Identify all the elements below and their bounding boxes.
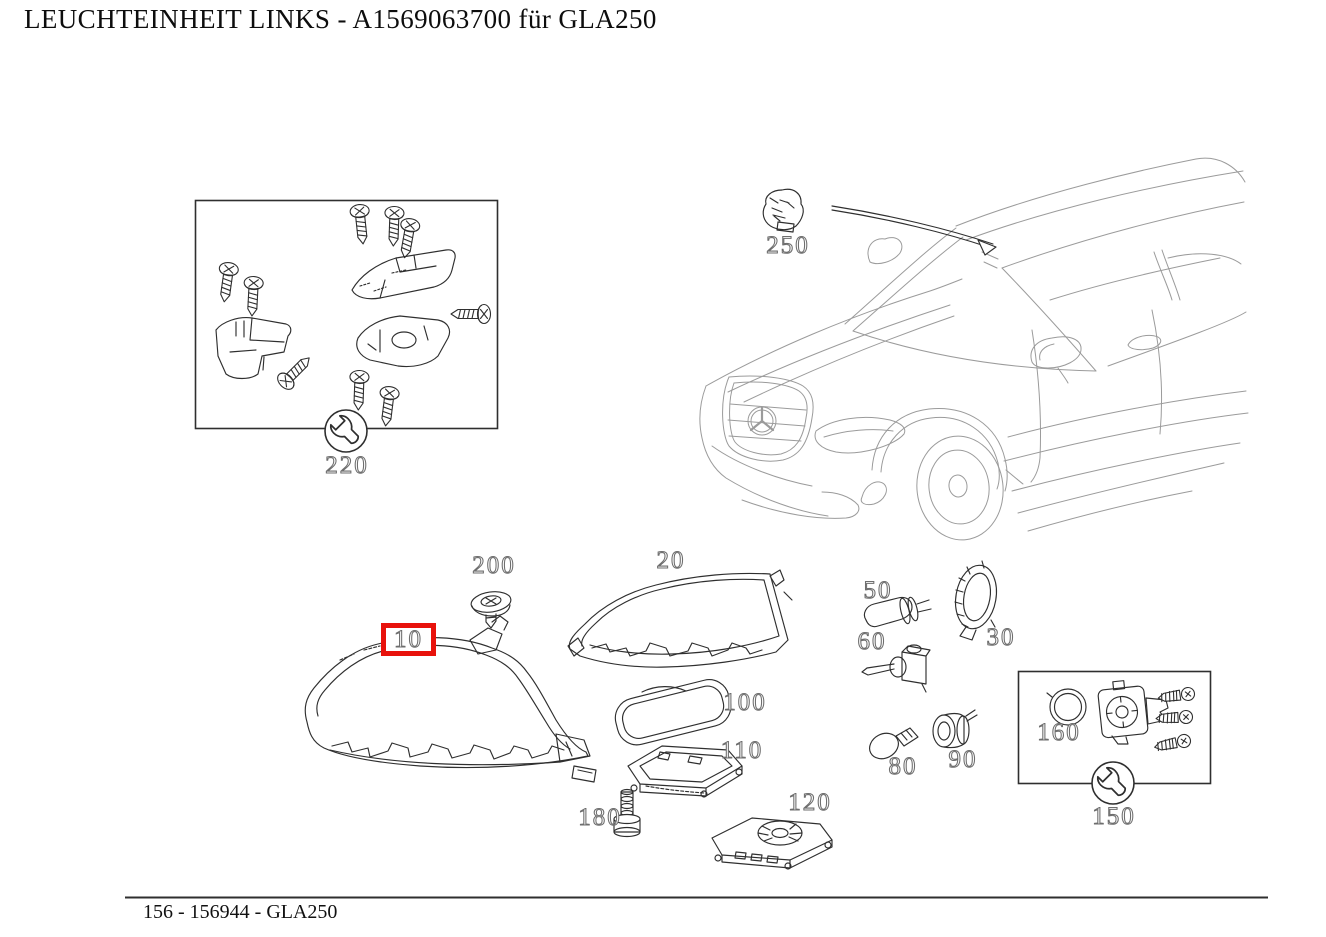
part-250-sensor-drawing [762, 188, 804, 233]
callout-80[interactable]: 80 [888, 752, 918, 780]
callout-150[interactable]: 150 [1092, 802, 1136, 830]
part-10-headlight-housing-drawing [304, 615, 597, 783]
pointer-arrow [831, 205, 997, 256]
callout-100[interactable]: 100 [723, 688, 767, 716]
callout-160[interactable]: 160 [1037, 718, 1081, 746]
kit-220-screws-and-brackets-drawing [214, 203, 492, 428]
callout-10[interactable]: 10 [393, 625, 423, 653]
repair-kit-box-220 [194, 199, 499, 430]
callout-120[interactable]: 120 [788, 788, 832, 816]
car-illustration [699, 157, 1249, 541]
wrench-icon [324, 409, 368, 453]
callout-90[interactable]: 90 [948, 745, 978, 773]
footer-reference: 156 - 156944 - GLA250 [143, 901, 338, 923]
part-120-control-unit-drawing [711, 817, 833, 870]
part-20-trim-frame-drawing [567, 569, 793, 693]
mercedes-star-icon [747, 406, 777, 436]
highlight-box-part-10[interactable]: 10 [381, 623, 436, 656]
callout-250[interactable]: 250 [766, 231, 810, 259]
part-100-gasket-drawing [614, 679, 732, 746]
wrench-icon [1091, 761, 1135, 805]
callout-220[interactable]: 220 [325, 451, 369, 479]
callout-30[interactable]: 30 [986, 623, 1016, 651]
callout-50[interactable]: 50 [863, 576, 893, 604]
callout-200[interactable]: 200 [472, 551, 516, 579]
callout-110[interactable]: 110 [720, 736, 764, 764]
callout-60[interactable]: 60 [857, 627, 887, 655]
callout-20[interactable]: 20 [656, 546, 686, 574]
part-200-screw-drawing [470, 591, 512, 629]
part-90-bulb-socket-drawing [932, 709, 978, 749]
page-title: LEUCHTEINHEIT LINKS - A1569063700 für GL… [24, 4, 657, 34]
callout-180[interactable]: 180 [578, 803, 622, 831]
